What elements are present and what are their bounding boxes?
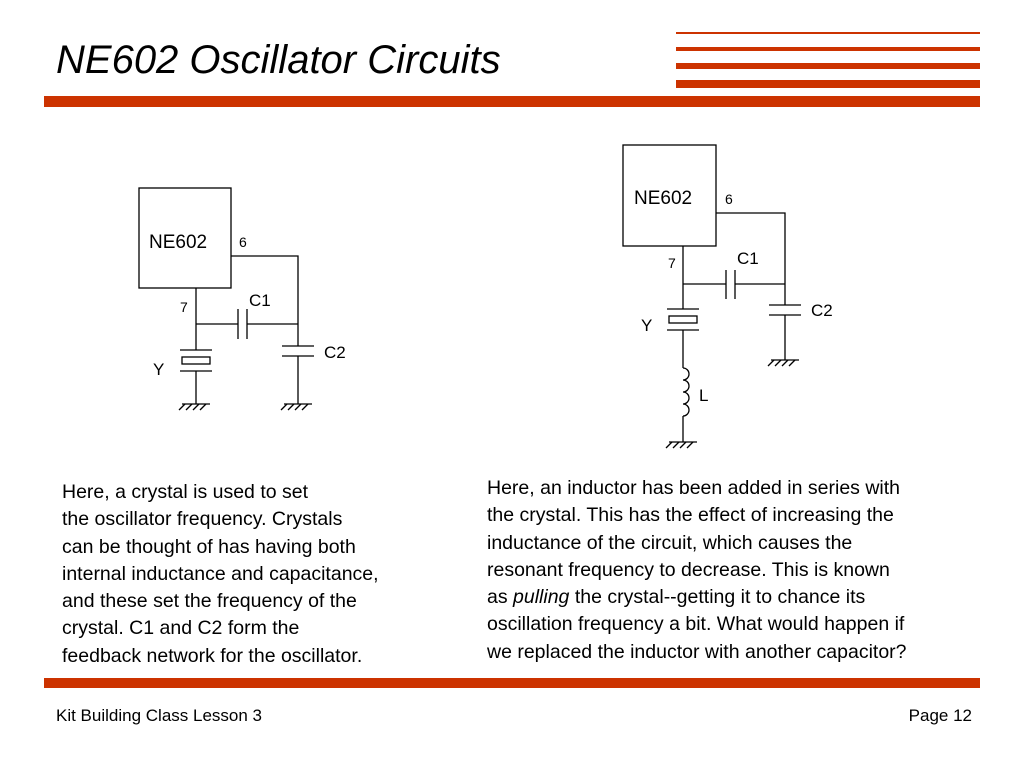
- circuit-diagrams: NE602 6 7 C1 C2 Y NE602 6 7 C1 C2 Y L: [138, 144, 833, 449]
- right-crystal-label: Y: [641, 316, 652, 335]
- left-c2-label: C2: [324, 343, 346, 362]
- left-chip: [138, 187, 232, 289]
- footer-rule: [44, 678, 980, 688]
- right-description-line: as pulling the crystal--getting it to ch…: [487, 584, 907, 611]
- right-pin6-label: 6: [725, 191, 733, 207]
- right-description-line: the crystal. This has the effect of incr…: [487, 504, 894, 527]
- right-pin6-wire: [716, 212, 786, 305]
- left-c1-label: C1: [249, 291, 271, 310]
- left-crystal-body: [181, 356, 211, 365]
- left-pin6-label: 6: [239, 234, 247, 250]
- right-circuit: [622, 144, 801, 449]
- right-c2-label: C2: [811, 301, 833, 320]
- right-crystal-body: [668, 315, 698, 324]
- left-crystal-ground: [178, 403, 210, 411]
- left-pin6-wire: [231, 255, 299, 324]
- left-description-line: internal inductance and capacitance,: [62, 562, 379, 585]
- header-stripe: [676, 47, 980, 51]
- right-description-line: we replaced the inductor with another ca…: [487, 640, 907, 663]
- left-description-line: the oscillator frequency. Crystals: [62, 508, 343, 531]
- right-inductor-label: L: [699, 386, 708, 405]
- left-c2-ground: [280, 403, 312, 411]
- footer-page-number: Page 12: [908, 706, 972, 725]
- right-pin7-label: 7: [668, 255, 676, 271]
- right-description-line: inductance of the circuit, which causes …: [487, 531, 853, 554]
- right-description: Here, an inductor has been added in seri…: [487, 475, 907, 666]
- left-description-line: crystal. C1 and C2 form the: [62, 617, 300, 640]
- right-description-text: the crystal--getting it to chance its: [569, 586, 866, 609]
- emphasis-pulling: pulling: [513, 586, 570, 609]
- header-stripe: [676, 32, 980, 34]
- left-chip-label: NE602: [149, 232, 207, 253]
- right-c1-label: C1: [737, 249, 759, 268]
- header-stripe: [676, 80, 980, 88]
- left-description-line: feedback network for the oscillator.: [62, 644, 363, 667]
- left-pin7-label: 7: [180, 299, 188, 315]
- right-description-text: as: [487, 586, 514, 609]
- header-stripe: [676, 63, 980, 69]
- left-description: Here, a crystal is used to set the oscil…: [62, 479, 379, 670]
- right-inductor-coil: [682, 367, 690, 417]
- right-c2-ground: [767, 359, 799, 367]
- right-chip: [622, 144, 717, 247]
- footer-course: Kit Building Class Lesson 3: [56, 706, 263, 725]
- left-circuit: [138, 187, 314, 411]
- left-description-line: and these set the frequency of the: [62, 590, 357, 613]
- right-inductor-ground: [665, 441, 697, 449]
- right-description-line: resonant frequency to decrease. This is …: [487, 558, 890, 581]
- right-description-line: oscillation frequency a bit. What would …: [487, 613, 905, 636]
- left-description-line: can be thought of has having both: [62, 535, 356, 558]
- left-description-line: Here, a crystal is used to set: [62, 481, 309, 503]
- right-description-line: Here, an inductor has been added in seri…: [487, 477, 901, 499]
- right-chip-label: NE602: [634, 188, 692, 209]
- left-crystal-label: Y: [153, 360, 164, 379]
- slide-title: NE602 Oscillator Circuits: [56, 38, 501, 82]
- header-rule: [44, 96, 980, 107]
